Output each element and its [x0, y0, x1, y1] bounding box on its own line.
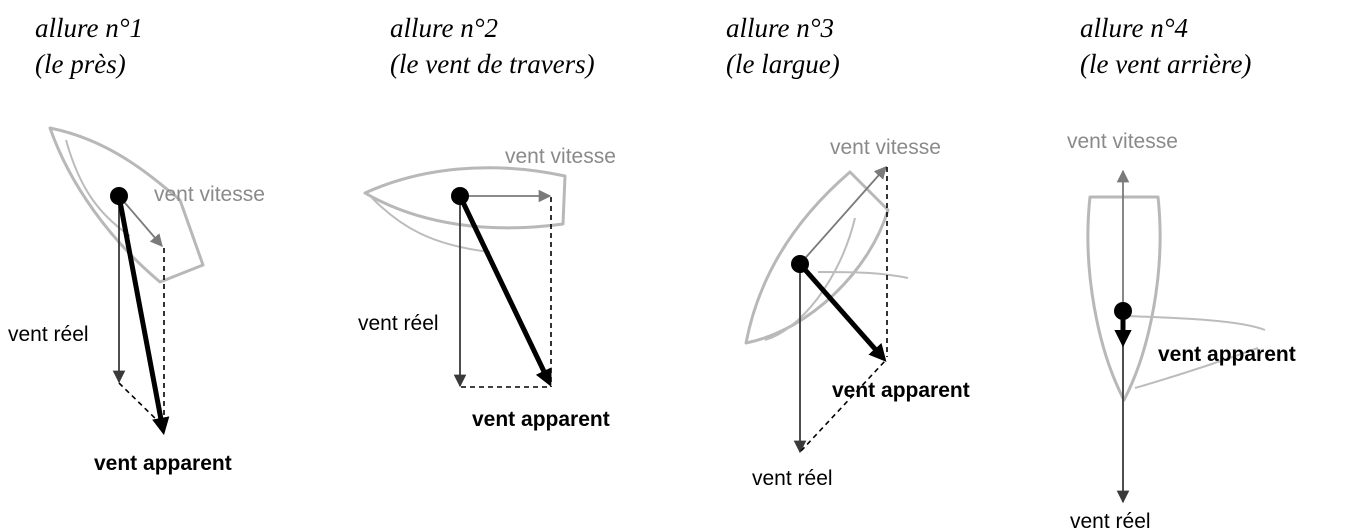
panel-1-boat — [48, 126, 205, 284]
panel-2-apparent-wind-label: vent apparent — [472, 408, 610, 431]
panel-4-diagram: vent vitesse vent réel vent apparent — [1067, 130, 1296, 531]
panel-3-boat-point — [791, 255, 809, 273]
panel-3-true-wind-label: vent réel — [752, 467, 833, 490]
panel-1-speed-wind-label: vent vitesse — [154, 183, 265, 206]
panel-3-title: allure n°3 (le largue) — [726, 10, 840, 82]
panel-1-dash-diagonal — [118, 382, 163, 426]
panel-3-title-line2: (le largue) — [726, 49, 840, 79]
panel-1-apparent-wind-arrow — [116, 195, 170, 436]
panel-2-boat — [363, 166, 567, 253]
panel-2-title-line2: (le vent de travers) — [390, 49, 595, 79]
panel-1-boat-point — [110, 187, 128, 205]
panel-4-boat — [1086, 195, 1266, 402]
panel-1-speed-wind-arrow — [118, 195, 163, 247]
panel-2-speed-wind-label: vent vitesse — [505, 145, 616, 168]
panel-1-title-line2: (le près) — [35, 49, 126, 79]
panel-1-diagram: vent vitesse vent réel vent apparent — [8, 126, 265, 475]
panel-2-title-line1: allure n°2 — [390, 13, 499, 43]
panel-4-boat-point — [1114, 302, 1132, 320]
panel-3-apparent-wind-arrow — [798, 262, 887, 362]
panel-3-dash-diagonal — [800, 360, 886, 452]
panel-4-title-line1: allure n°4 — [1080, 13, 1189, 43]
panel-1-true-wind-label: vent réel — [8, 323, 89, 346]
panel-2-boat-point — [451, 187, 469, 205]
panel-2-apparent-wind-arrow — [457, 194, 552, 387]
panel-2-diagram: vent vitesse vent réel vent apparent — [358, 145, 616, 431]
panel-3-speed-wind-label: vent vitesse — [830, 136, 941, 159]
panel-3-diagram: vent vitesse vent réel vent apparent — [744, 136, 970, 490]
panel-4-title: allure n°4 (le vent arrière) — [1080, 10, 1251, 82]
panel-4-speed-wind-label: vent vitesse — [1067, 130, 1178, 153]
panel-2-title: allure n°2 (le vent de travers) — [390, 10, 595, 82]
panel-1-title: allure n°1 (le près) — [35, 10, 143, 82]
panel-3-apparent-wind-label: vent apparent — [832, 379, 970, 402]
panel-1-title-line1: allure n°1 — [35, 13, 144, 43]
panel-1-apparent-wind-label: vent apparent — [94, 452, 232, 475]
panel-3-boat — [744, 170, 909, 345]
panel-2-true-wind-label: vent réel — [358, 312, 439, 335]
panel-3-title-line1: allure n°3 — [726, 13, 835, 43]
panel-4-title-line2: (le vent arrière) — [1080, 49, 1252, 79]
panel-4-true-wind-label: vent réel — [1070, 510, 1151, 531]
panel-3-speed-wind-arrow — [799, 166, 887, 265]
panel-4-apparent-wind-label: vent apparent — [1158, 343, 1296, 366]
